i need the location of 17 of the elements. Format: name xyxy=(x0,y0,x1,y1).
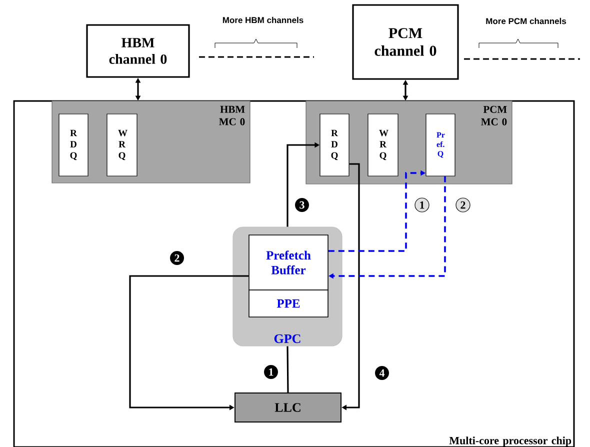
queue-box: R D Q xyxy=(58,114,88,176)
channel-box: PCM channel 0 xyxy=(352,4,459,80)
buffer-box: PPE xyxy=(248,290,328,318)
queue-box: R D Q xyxy=(320,114,350,176)
step-number: 1 xyxy=(264,365,278,379)
cache-box: LLC xyxy=(234,392,342,422)
step-number: 1 xyxy=(414,198,430,212)
queue-box: W R Q xyxy=(106,114,138,176)
step-number: 2 xyxy=(170,251,184,265)
step-number: 3 xyxy=(295,198,309,212)
queue-box: Pr ef. Q xyxy=(426,114,456,176)
step-number: 4 xyxy=(375,366,389,380)
step-number: 2 xyxy=(456,198,470,212)
queue-box: W R Q xyxy=(368,114,398,176)
channel-label: More PCM channels xyxy=(486,18,566,24)
channel-label: More HBM channels xyxy=(222,16,304,24)
channel-box: HBM channel 0 xyxy=(86,24,190,78)
